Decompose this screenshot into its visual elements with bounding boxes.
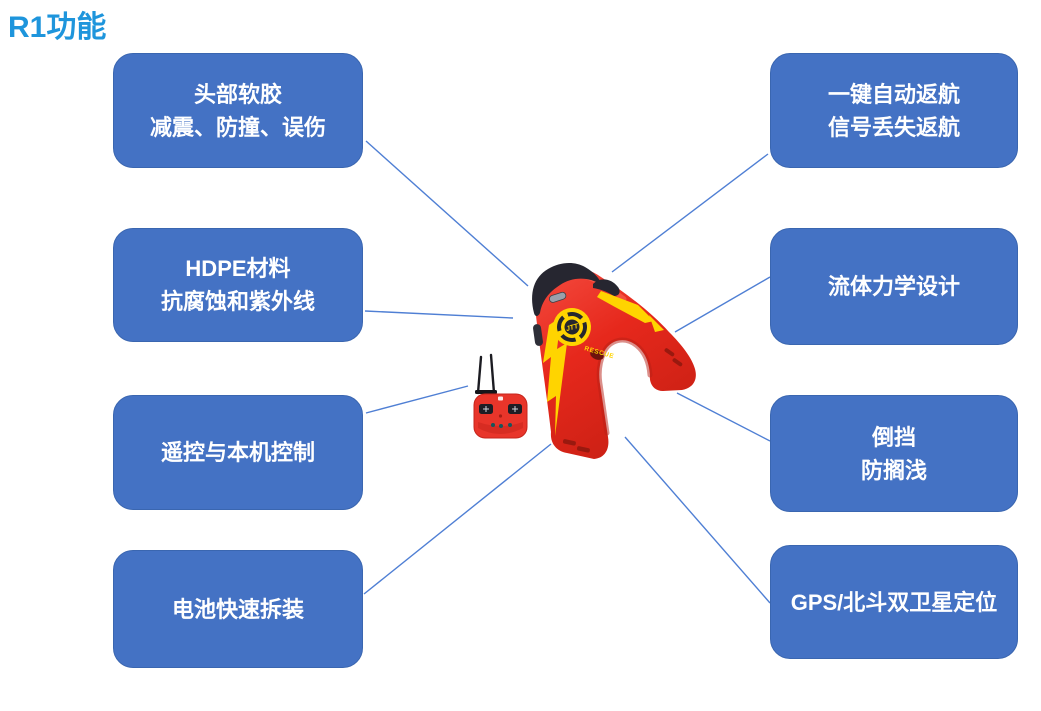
remote-power-dot <box>498 414 503 418</box>
buoy-left-foot-slot-2 <box>576 446 590 453</box>
remote-antenna-right <box>489 353 496 395</box>
remote-indicator-2 <box>499 424 503 428</box>
badge-core <box>564 319 580 335</box>
feature-box-label: 电池快速拆装 <box>171 596 304 622</box>
connector-line-left-2 <box>364 310 514 319</box>
remote-antenna-left <box>476 355 483 395</box>
feature-box-label: 流体力学设计 <box>827 274 960 299</box>
feature-box-head-rubber: 头部软胶 减震、防撞、误伤 <box>113 53 363 168</box>
feature-box-remote-control: 遥控与本机控制 <box>113 395 363 510</box>
connector-line-left-4 <box>363 443 552 595</box>
badge-ring <box>557 312 587 342</box>
buoy-rear-handle <box>593 279 620 296</box>
buoy-head-dark <box>532 263 602 316</box>
buoy-right-foot-slot-2 <box>672 358 683 367</box>
buoy-stripe-left <box>543 317 567 436</box>
buoy-right-foot-slot-1 <box>664 348 675 357</box>
connector-line-right-1 <box>611 153 769 273</box>
buoy-inner-shading <box>596 337 653 436</box>
connector-line-right-2 <box>674 276 771 333</box>
remote-antenna-base <box>475 390 497 394</box>
buoy-side-handle-hole <box>533 324 543 346</box>
connector-line-left-1 <box>365 140 529 287</box>
feature-box-battery-swap: 电池快速拆装 <box>113 550 363 668</box>
feature-box-hdpe-material: HDPE材料 抗腐蚀和紫外线 <box>113 228 363 342</box>
buoy-head-slot <box>548 291 567 303</box>
feature-box-label: GPS/北斗双卫星定位 <box>790 589 998 615</box>
feature-box-label: HDPE材料 抗腐蚀和紫外线 <box>160 256 315 314</box>
rescue-buoy-image: JTT RESCUE <box>532 263 696 459</box>
joystick-cross-right <box>512 406 518 412</box>
feature-box-reverse-gear: 倒挡 防搁浅 <box>770 395 1018 512</box>
feature-box-auto-return: 一键自动返航 信号丢失返航 <box>770 53 1018 168</box>
brand-badge: JTT <box>553 308 591 346</box>
connector-line-left-3 <box>365 385 469 414</box>
page-title: R1功能 <box>8 11 107 44</box>
feature-box-label: 头部软胶 减震、防撞、误伤 <box>149 81 326 140</box>
feature-box-hydrodynamic-design: 流体力学设计 <box>770 228 1018 345</box>
remote-logo <box>498 396 503 401</box>
remote-indicator-1 <box>491 423 495 427</box>
feature-box-label: 倒挡 防搁浅 <box>860 424 927 483</box>
remote-controller-image <box>473 353 528 439</box>
feature-box-label: 遥控与本机控制 <box>160 440 315 465</box>
feature-box-label: 一键自动返航 信号丢失返航 <box>827 81 960 140</box>
buoy-stripe-right-tail <box>649 315 664 332</box>
buoy-stripe-right <box>597 291 654 323</box>
connector-lines <box>363 140 771 604</box>
remote-indicator-3 <box>508 423 512 427</box>
connector-line-right-4 <box>624 436 771 604</box>
badge-text: JTT <box>565 323 580 333</box>
buoy-left-foot-slot-1 <box>562 439 576 446</box>
feature-box-gps-beidou: GPS/北斗双卫星定位 <box>770 545 1018 659</box>
buoy-vent <box>590 350 604 360</box>
joystick-cross-left <box>483 406 489 412</box>
remote-body-shadow <box>478 422 523 434</box>
connector-line-right-3 <box>676 392 771 442</box>
